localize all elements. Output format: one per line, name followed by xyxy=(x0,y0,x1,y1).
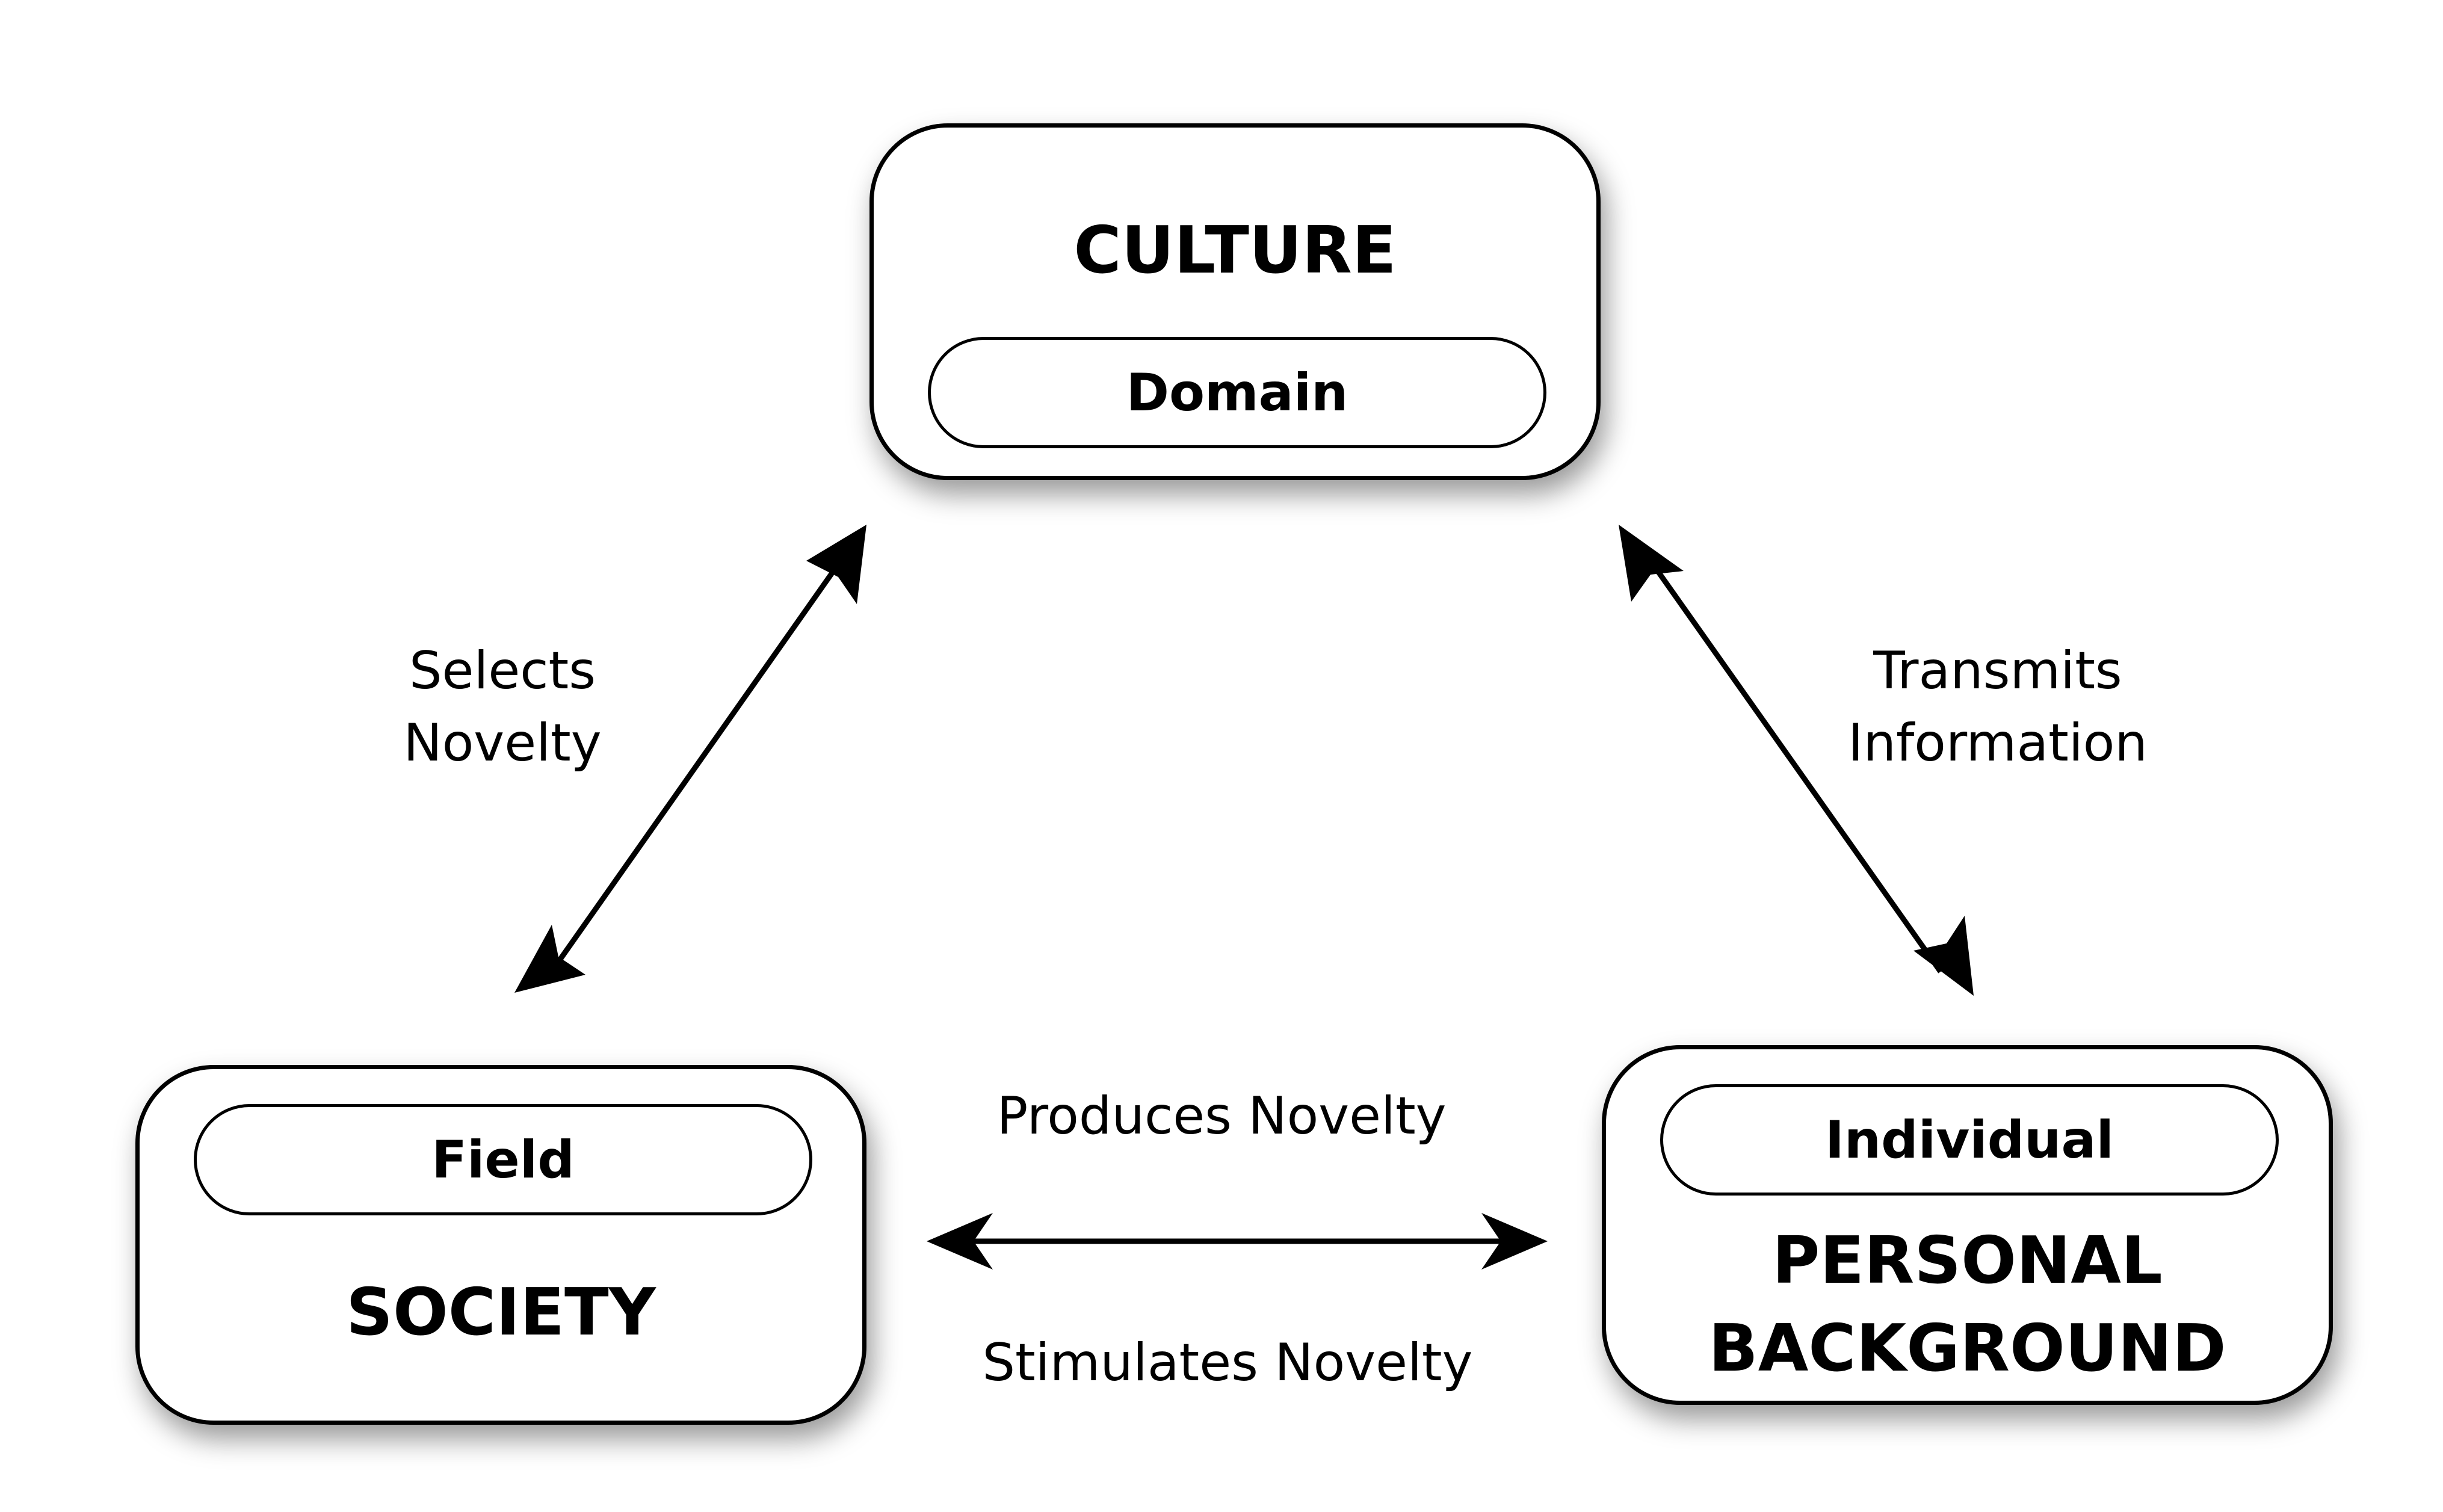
selects-novelty-line-2: Novelty xyxy=(403,713,602,774)
arrow-culture-individual-shaft xyxy=(1649,561,1943,974)
personal-title-line-1: PERSONAL xyxy=(1772,1223,2163,1299)
arrowhead-individual-top xyxy=(1913,916,1974,996)
individual-pill: Individual xyxy=(1660,1084,2279,1196)
society-box: Field SOCIETY xyxy=(135,1065,866,1425)
domain-pill: Domain xyxy=(928,337,1546,448)
produces-novelty-label: Produces Novelty xyxy=(996,1086,1447,1146)
society-title: SOCIETY xyxy=(346,1275,656,1351)
selects-novelty-label: Selects Novelty xyxy=(361,635,644,780)
field-pill: Field xyxy=(194,1104,812,1215)
selects-novelty-line-1: Selects xyxy=(409,641,596,701)
arrowhead-field-right xyxy=(927,1213,993,1270)
arrowhead-culture-right xyxy=(1619,525,1684,602)
culture-box: CULTURE Domain xyxy=(869,123,1601,480)
personal-title-line-2: BACKGROUND xyxy=(1708,1311,2226,1386)
culture-title: CULTURE xyxy=(1073,213,1397,289)
arrowhead-individual-left xyxy=(1481,1213,1548,1270)
transmits-information-line-2: Information xyxy=(1848,713,2148,774)
arrow-field-culture-shaft xyxy=(551,561,842,970)
arrowhead-culture-left xyxy=(806,525,866,604)
stimulates-novelty-label: Stimulates Novelty xyxy=(982,1333,1473,1393)
arrowhead-field xyxy=(514,925,585,993)
transmits-information-label: Transmits Information xyxy=(1805,635,2190,780)
personal-background-box: Individual PERSONAL BACKGROUND xyxy=(1602,1045,2333,1405)
personal-background-title: PERSONAL BACKGROUND xyxy=(1606,1218,2329,1392)
transmits-information-line-1: Transmits xyxy=(1873,641,2122,701)
